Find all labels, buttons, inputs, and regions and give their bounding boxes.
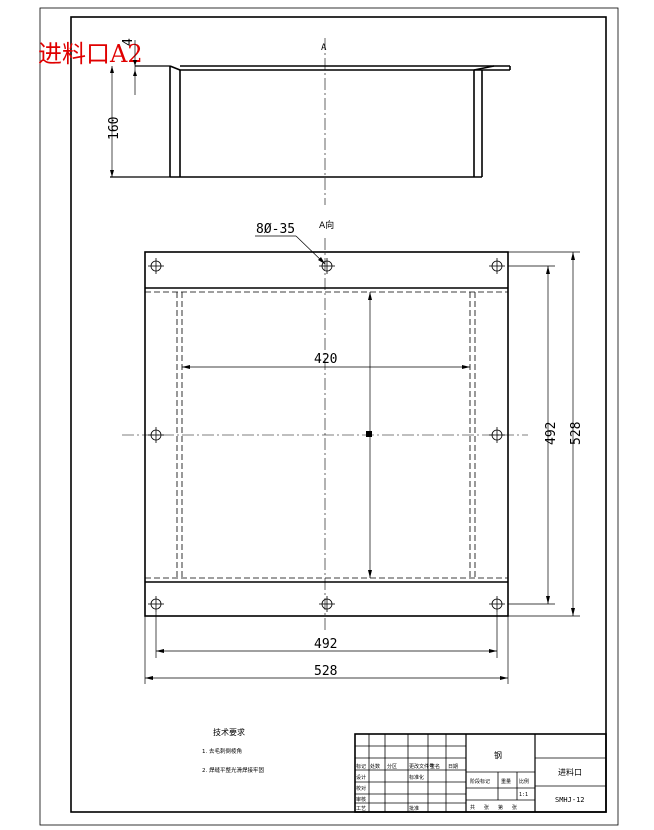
sheet-label: 张 bbox=[484, 804, 489, 811]
role-label: 批准 bbox=[409, 805, 419, 812]
title-block: 标记 处数 分区 更改文件号 签名 日期 设计 标准化 校对 审核 工艺 批准 … bbox=[354, 733, 607, 813]
section-marker-a: A bbox=[321, 43, 327, 53]
view-label-a: A向 bbox=[319, 219, 334, 231]
inner-border bbox=[70, 16, 607, 813]
elevation-view: A 4 160 bbox=[107, 38, 511, 205]
tech-requirements: 技术要求 1. 去毛刺倒棱角 2. 焊缝平整光滑焊接牢固 bbox=[202, 727, 264, 774]
hole-callout: 8Ø-35 bbox=[256, 222, 295, 237]
bolt-hole bbox=[148, 427, 164, 443]
dim-inner-height: 492 bbox=[544, 422, 559, 445]
bolt-hole bbox=[148, 258, 164, 274]
bolt-hole bbox=[319, 596, 335, 612]
rev-header: 分区 bbox=[387, 763, 397, 770]
sheet-label: 第 bbox=[498, 804, 503, 811]
role-label: 审核 bbox=[356, 796, 366, 803]
role-label: 标准化 bbox=[409, 774, 424, 781]
stage-header: 比例 bbox=[519, 778, 529, 785]
part-name: 进料口 bbox=[558, 767, 582, 777]
tech-heading: 技术要求 bbox=[213, 727, 245, 737]
sheet-label: 张 bbox=[512, 804, 517, 811]
bolt-hole bbox=[489, 596, 505, 612]
drawing-number: SMHJ-12 bbox=[555, 796, 585, 804]
dim-height-160: 160 bbox=[107, 117, 122, 140]
tech-item-2: 2. 焊缝平整光滑焊接牢固 bbox=[202, 766, 264, 774]
dim-bolt-width: 492 bbox=[314, 637, 337, 652]
scale-value: 1:1 bbox=[519, 792, 528, 798]
sheet-label: 共 bbox=[470, 804, 475, 811]
drawing-title: 进料口A2 bbox=[38, 40, 143, 68]
role-label: 工艺 bbox=[356, 806, 366, 812]
rev-header: 处数 bbox=[370, 763, 380, 770]
outer-border bbox=[39, 7, 619, 826]
bolt-hole bbox=[319, 258, 335, 274]
dim-inner-width: 420 bbox=[314, 352, 337, 367]
tech-item-1: 1. 去毛刺倒棱角 bbox=[202, 747, 242, 755]
rev-header: 更改文件号 bbox=[409, 763, 434, 770]
stage-header: 重量 bbox=[501, 778, 511, 785]
material: 钢 bbox=[494, 750, 502, 760]
stage-header: 阶段标记 bbox=[470, 778, 490, 785]
bolt-hole bbox=[148, 596, 164, 612]
role-label: 设计 bbox=[356, 774, 366, 781]
rev-header: 日期 bbox=[448, 764, 458, 770]
bolt-hole bbox=[489, 427, 505, 443]
rev-header: 签名 bbox=[430, 763, 440, 770]
rev-header: 标记 bbox=[356, 763, 366, 770]
dim-outer-width: 528 bbox=[314, 664, 337, 679]
bolt-hole bbox=[489, 258, 505, 274]
role-label: 校对 bbox=[356, 785, 366, 792]
plan-view: A向 8Ø-35 420 bbox=[122, 219, 584, 684]
dim-outer-height: 528 bbox=[569, 422, 584, 445]
dim-thickness: 4 bbox=[121, 38, 136, 46]
